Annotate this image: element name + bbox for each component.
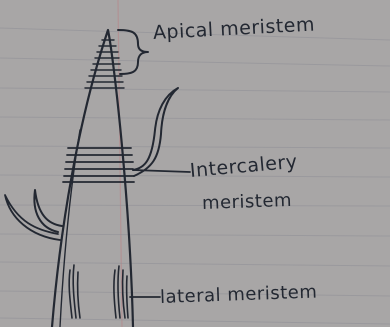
right-leaf <box>133 88 178 176</box>
left-leaf-outer <box>5 195 60 240</box>
left-leaf <box>34 190 62 232</box>
apical-brace <box>118 30 148 74</box>
apical-meristem-hatch <box>85 40 124 88</box>
intercalary-meristem-label-line2: meristem <box>202 190 293 214</box>
lateral-meristem-marks-left <box>69 265 80 318</box>
lateral-meristem-marks-right <box>114 266 128 318</box>
